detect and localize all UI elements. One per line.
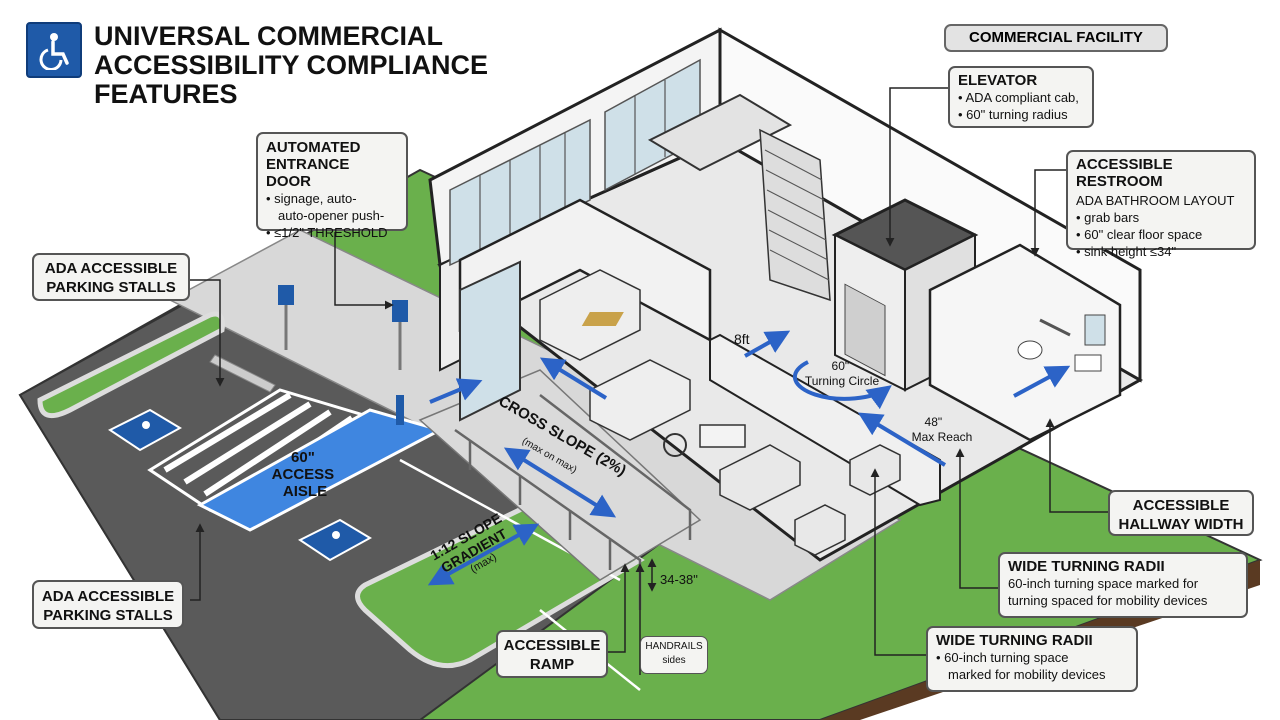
entrance-bullet-2: • ≤1/2" THRESHOLD [266,225,388,240]
callout-entrance-door: AUTOMATED ENTRANCE DOOR • signage, auto-… [256,132,408,240]
entrance-bullet-1b: auto-opener push- [278,208,385,223]
side-table [699,424,746,448]
elevator-bullet-1: • ADA compliant cab, [958,90,1079,105]
front-wall-stub [439,253,461,372]
elevator-bullet-2: • 60" turning radius [958,107,1068,122]
callout-elevator: ELEVATOR • ADA compliant cab, • 60" turn… [948,66,1094,128]
max-reach-label: 48" Max Reach [912,415,973,444]
handrails-line-2: sides [662,655,686,666]
entrance-bullet-1: • signage, auto- [266,191,357,206]
wheelchair-accessibility-icon [26,22,82,78]
grass-island-top [37,311,225,419]
ramp-line-2: RAMP [529,656,575,673]
callout-turning-radii-1: WIDE TURNING RADII 60-inch turning space… [998,552,1248,618]
restroom-subheading: ADA BATHROOM LAYOUT [1076,193,1235,208]
handrail-height-label: 34-38" [660,572,698,587]
callout-parking-top: ADA ACCESSIBLE PARKING STALLS [32,253,190,301]
title-block: UNIVERSAL COMMERCIAL ACCESSIBILITY COMPL… [26,22,488,109]
elevator-heading: ELEVATOR [958,72,1038,89]
turning-1-heading: WIDE TURNING RADII [1008,558,1165,575]
sink [1074,354,1102,372]
title-line-1: UNIVERSAL COMMERCIAL [94,21,444,51]
callout-accessible-ramp: ACCESSIBLE RAMP [496,630,608,678]
tactile-mat [581,312,624,326]
counter [589,359,691,441]
sign-post-1 [278,285,294,350]
page-title: UNIVERSAL COMMERCIAL ACCESSIBILITY COMPL… [94,22,488,109]
title-line-2: ACCESSIBILITY COMPLIANCE [94,50,489,80]
entrance-heading-1: AUTOMATED [266,139,361,156]
hallway-8ft-label: 8ft [734,331,750,347]
callout-hallway-width: ACCESSIBLE HALLWAY WIDTH [1108,490,1254,536]
sign-post-2 [392,300,408,370]
armchair-2 [794,504,846,556]
toilet [1017,340,1043,360]
grab-bar [1039,318,1071,337]
push-button-bollard [396,395,404,425]
callout-parking-bottom: ADA ACCESSIBLE PARKING STALLS [32,580,184,629]
parking-top-line-2: PARKING STALLS [46,279,176,296]
mirror [1084,314,1106,346]
staircase [759,128,831,302]
ramp-line-1: ACCESSIBLE [503,637,601,654]
pavement-ada-symbol-1 [108,408,183,452]
turning-circle-label: 60" Turning Circle [805,359,880,388]
turning-2-line-1: • 60-inch turning space [936,650,1069,665]
wheelchair [663,433,687,457]
parking-bottom-line-2: PARKING STALLS [43,607,173,624]
restroom-bullet-2: • 60" clear floor space [1076,227,1203,242]
pavement-ada-symbol-2 [298,518,373,562]
access-aisle-label: 60" ACCESS AISLE [272,449,339,500]
parking-top-line-1: ADA ACCESSIBLE [44,260,178,277]
turning-1-line-2: turning spaced for mobility devices [1008,593,1208,608]
hallway-line-1: ACCESSIBLE [1132,497,1230,514]
title-line-3: FEATURES [94,79,238,109]
callout-turning-radii-2: WIDE TURNING RADII • 60-inch turning spa… [926,626,1138,692]
entrance-heading-2: ENTRANCE DOOR [266,156,350,190]
commercial-facility-label: COMMERCIAL FACILITY [944,24,1168,52]
turning-1-line-1: 60-inch turning space marked for [1008,576,1199,591]
elevator-doors [844,283,886,377]
parking-bottom-line-1: ADA ACCESSIBLE [41,588,175,605]
turning-2-heading: WIDE TURNING RADII [936,632,1093,649]
wheel-stop [209,354,276,393]
mezzanine [647,93,793,172]
turning-2-line-2: marked for mobility devices [948,667,1106,682]
handrails-line-1: HANDRAILS [645,641,703,652]
sofa [719,444,801,511]
restroom-bullet-1: • grab bars [1076,210,1140,225]
callout-restroom: ACCESSIBLE RESTROOM ADA BATHROOM LAYOUT … [1066,150,1256,259]
restroom-bullet-3: • sink height ≤34" [1076,244,1177,259]
flow-arrows [427,330,1071,586]
restroom-heading: ACCESSIBLE RESTROOM [1076,156,1173,190]
callout-handrails: HANDRAILS sides [640,636,708,674]
hallway-line-2: HALLWAY WIDTH [1118,516,1244,533]
